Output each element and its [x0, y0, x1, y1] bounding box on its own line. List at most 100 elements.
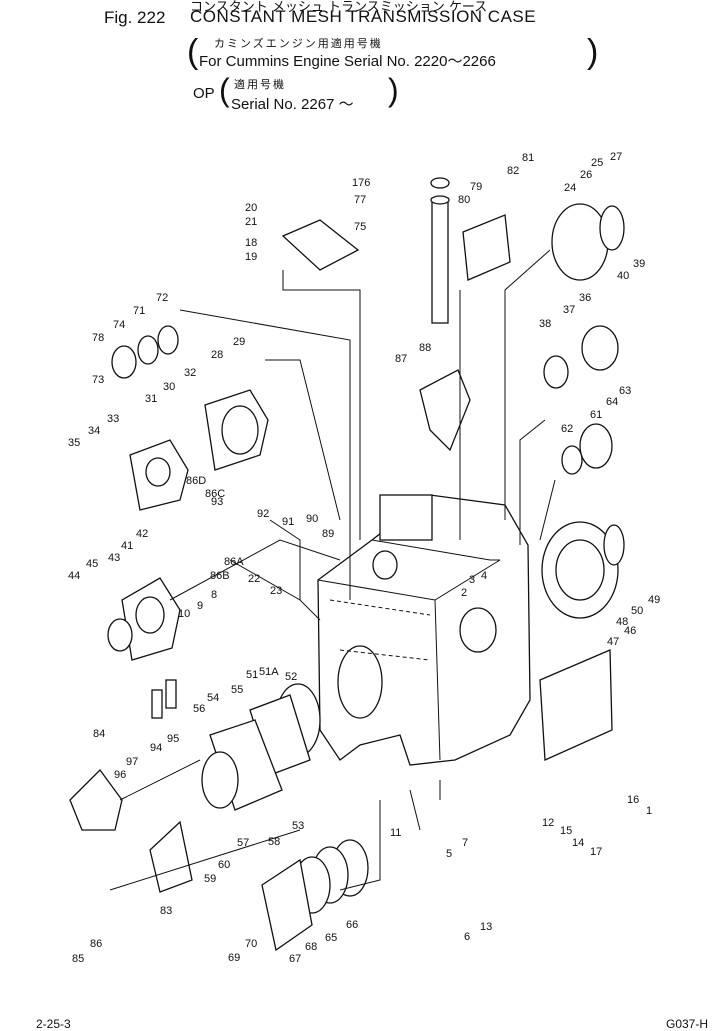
callout: 24	[564, 182, 576, 194]
callout: 93	[211, 496, 223, 508]
callout: 53	[292, 820, 304, 832]
callout: 63	[619, 385, 631, 397]
page-code: 2-25-3	[36, 1017, 71, 1031]
shift-fork-88	[419, 369, 471, 452]
callout: 52	[285, 671, 297, 683]
callout: 23	[270, 585, 282, 597]
callout: 51	[246, 669, 258, 681]
callout: 79	[470, 181, 482, 193]
figure-number: Fig. 222	[104, 8, 166, 27]
callout: 21	[245, 216, 257, 228]
callout: 15	[560, 825, 572, 837]
callout: 20	[245, 202, 257, 214]
callout-numbers: 176 77 75 79 80 82 81 24 26 25 27 20 21 …	[68, 151, 660, 965]
bearing-housing-right	[541, 521, 625, 619]
callout: 60	[218, 859, 230, 871]
japanese-title: コンスタント メッシュ トランスミッション ケース	[190, 0, 488, 15]
callout: 88	[419, 342, 431, 354]
callout: 62	[561, 423, 573, 435]
callout: 3	[469, 574, 475, 586]
callout: 28	[211, 349, 223, 361]
callout: 26	[580, 169, 592, 181]
callout: 40	[617, 270, 629, 282]
callout: 13	[480, 921, 492, 933]
callout: 71	[133, 305, 145, 317]
callout: 80	[458, 194, 470, 206]
plate-94	[151, 689, 163, 719]
callout: 89	[322, 528, 334, 540]
retainer-36	[581, 325, 619, 371]
callout: 8	[211, 589, 217, 601]
callout: 58	[268, 836, 280, 848]
op-label: OP	[193, 85, 215, 102]
callout: 86A	[224, 556, 244, 568]
callout: 92	[257, 508, 269, 520]
case-bore-right	[459, 607, 497, 653]
callout: 34	[88, 425, 100, 437]
callout: 2	[461, 587, 467, 599]
callout: 54	[207, 692, 219, 704]
callout: 16	[627, 794, 639, 806]
ring-72	[157, 325, 179, 355]
bracket-84	[69, 769, 123, 831]
callout: 81	[522, 152, 534, 164]
callout: 82	[507, 165, 519, 177]
callout: 94	[150, 742, 162, 754]
callout: 47	[607, 636, 619, 648]
japanese-subtitle-2: 適用号機	[234, 78, 286, 91]
callout: 55	[231, 684, 243, 696]
callout: 5	[446, 848, 452, 860]
callout: 90	[306, 513, 318, 525]
japanese-subtitle-1: カミンズエンジン用適用号機	[214, 37, 383, 50]
callout: 9	[197, 600, 203, 612]
callout: 33	[107, 413, 119, 425]
callout: 41	[121, 540, 133, 552]
callout: 97	[126, 756, 138, 768]
case-top-boss	[379, 494, 433, 541]
housing-42	[107, 577, 181, 661]
bracket-83	[149, 820, 193, 893]
callout: 6	[464, 931, 470, 943]
callout: 72	[156, 292, 168, 304]
leader-lines	[109, 249, 556, 891]
callout: 19	[245, 251, 257, 263]
callout: 22	[248, 573, 260, 585]
housing-54	[201, 719, 283, 811]
callout: 87	[395, 353, 407, 365]
callout: 38	[539, 318, 551, 330]
callout: 10	[178, 608, 190, 620]
callout: 45	[86, 558, 98, 570]
callout: 35	[68, 437, 80, 449]
callout: 49	[648, 594, 660, 606]
callout: 78	[92, 332, 104, 344]
callout: 39	[633, 258, 645, 270]
callout: 73	[92, 374, 104, 386]
callout: 56	[193, 703, 205, 715]
callout: 31	[145, 393, 157, 405]
callout: 91	[282, 516, 294, 528]
paren-open-2: (	[219, 72, 230, 108]
callout: 44	[68, 570, 80, 582]
callout: 86	[90, 938, 102, 950]
callout: 14	[572, 837, 584, 849]
ring-71	[137, 335, 159, 365]
callout: 95	[167, 733, 179, 745]
callout: 61	[590, 409, 602, 421]
callout: 7	[462, 837, 468, 849]
housing-28	[204, 389, 269, 471]
callout: 27	[610, 151, 622, 163]
callout: 85	[72, 953, 84, 965]
callout: 48	[616, 616, 628, 628]
callout: 75	[354, 221, 366, 233]
callout: 12	[542, 817, 554, 829]
plate-95	[165, 679, 177, 709]
side-cover-plate	[539, 649, 613, 761]
case-bore-left	[337, 645, 383, 719]
callout: 36	[579, 292, 591, 304]
callout: 64	[606, 396, 618, 408]
drawing-code: G037-H	[666, 1017, 709, 1031]
callout: 69	[228, 952, 240, 964]
callout: 67	[289, 953, 301, 965]
callout: 43	[108, 552, 120, 564]
